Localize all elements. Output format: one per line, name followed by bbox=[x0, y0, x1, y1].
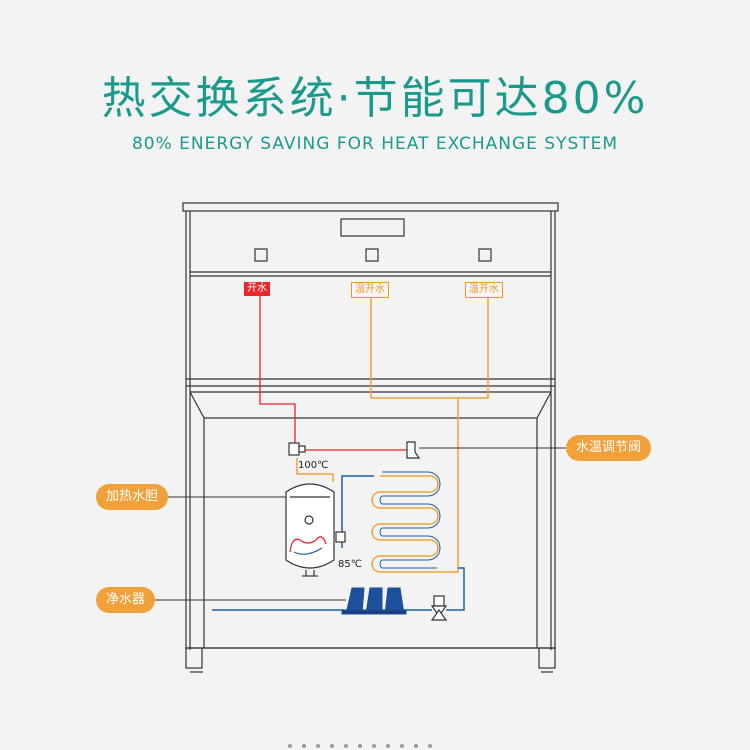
heating-element bbox=[289, 536, 327, 553]
outlet-label-warm-2: 温开水 bbox=[465, 282, 503, 298]
display-window bbox=[340, 218, 405, 237]
outlet-label-hot: 开水 bbox=[244, 282, 270, 296]
warm-water-pipe bbox=[296, 296, 489, 573]
callout-temperature-valve: 水温调节阀 bbox=[566, 435, 652, 461]
temperature-100: 100℃ bbox=[298, 460, 329, 471]
bottom-valve bbox=[430, 595, 448, 621]
callout-lines bbox=[155, 447, 566, 601]
callout-water-filter: 净水器 bbox=[96, 587, 156, 613]
outlet-label-warm-1: 温开水 bbox=[351, 282, 389, 298]
hot-water-pipe bbox=[259, 296, 413, 451]
coil-inner bbox=[379, 471, 441, 569]
small-check-valve bbox=[335, 531, 346, 543]
temperature-valve bbox=[406, 441, 421, 459]
page-dots bbox=[288, 744, 432, 748]
button-middle bbox=[365, 248, 379, 262]
water-filter bbox=[341, 587, 407, 615]
page-title: 热交换系统·节能可达80% bbox=[101, 73, 649, 124]
temperature-85: 85℃ bbox=[338, 559, 362, 570]
heating-element-inner bbox=[293, 547, 323, 555]
button-right bbox=[478, 248, 492, 262]
button-left bbox=[254, 248, 268, 262]
callout-heating-tank: 加热水胆 bbox=[96, 484, 169, 510]
heating-tank bbox=[285, 483, 335, 577]
cold-water-pipe bbox=[212, 475, 465, 611]
page-subtitle: 80% ENERGY SAVING FOR HEAT EXCHANGE SYST… bbox=[131, 134, 619, 154]
valve-top-left bbox=[288, 442, 306, 456]
